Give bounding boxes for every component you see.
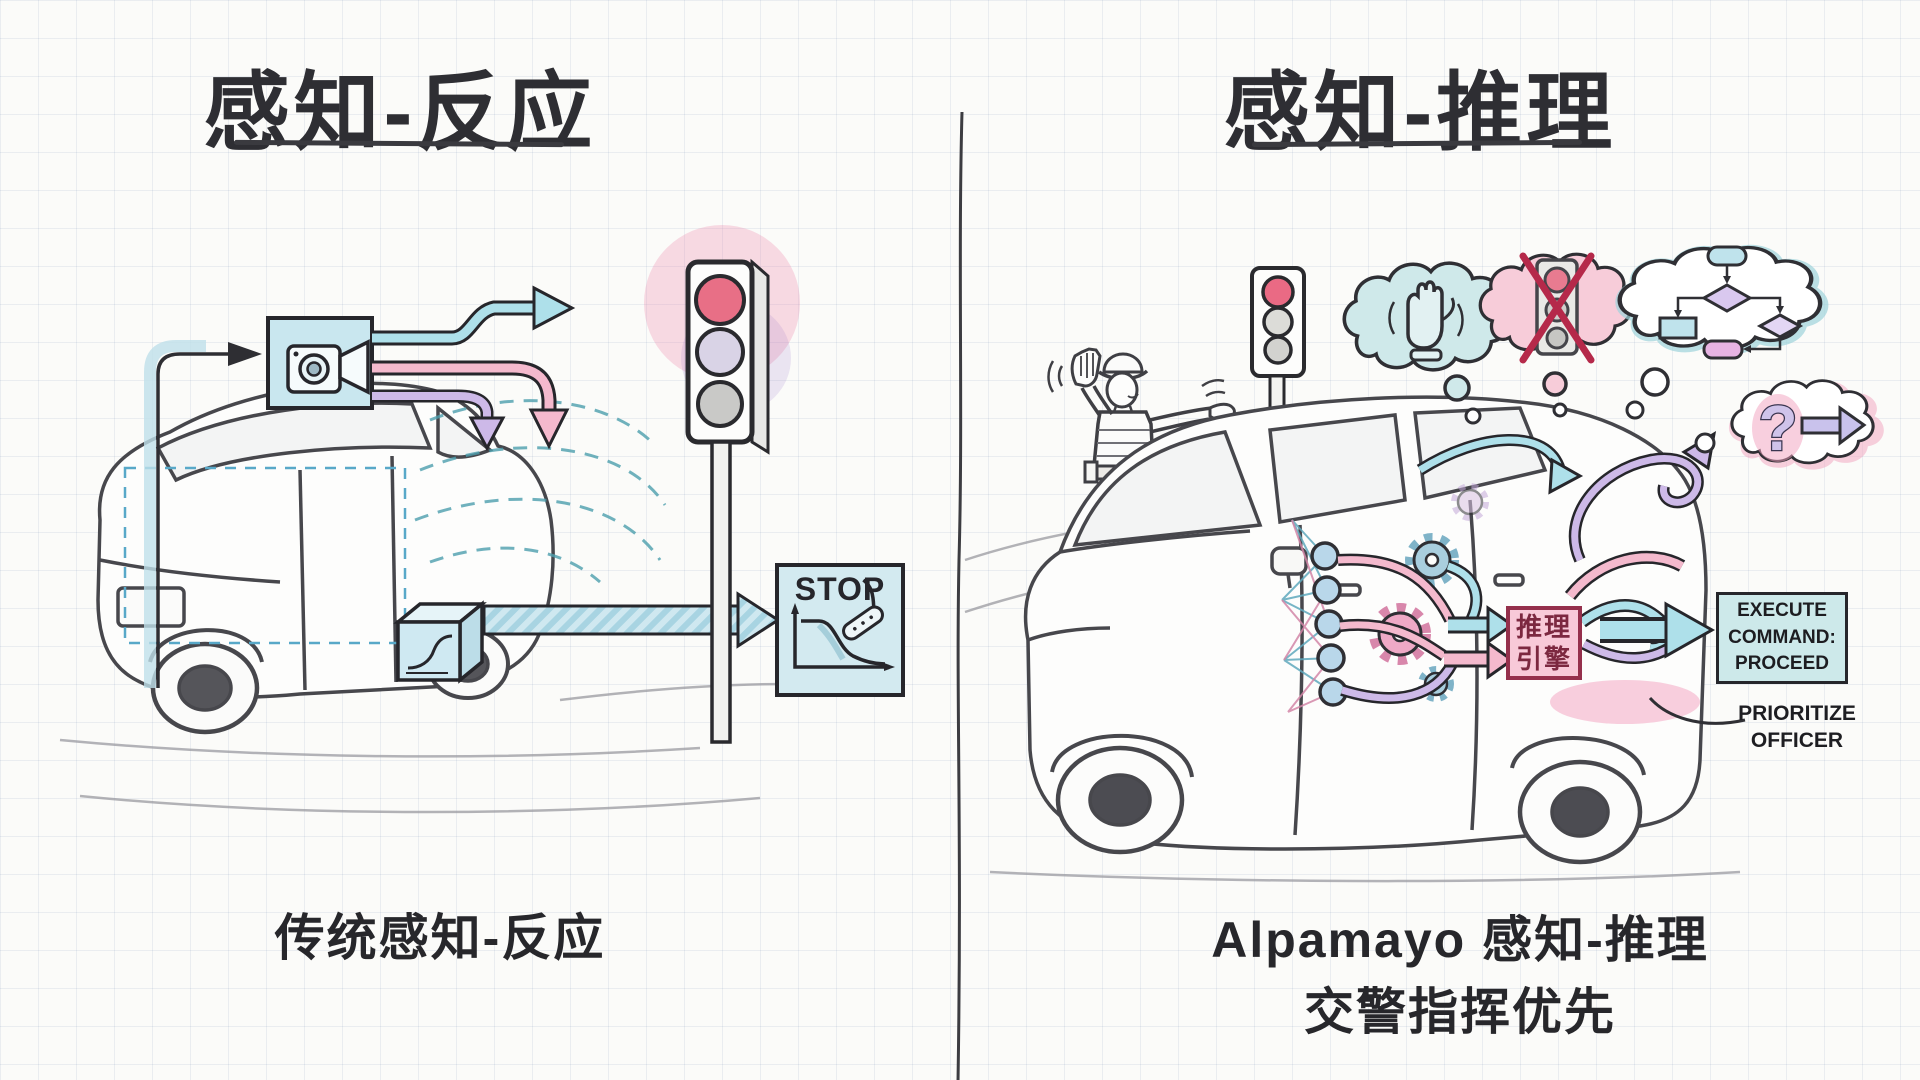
thought-bubble-flowchart (1619, 245, 1824, 420)
motion-arcs-right (1201, 378, 1226, 398)
execute-line2: COMMAND: (1728, 626, 1836, 648)
speed-curve-chart-icon (791, 578, 895, 671)
gear-icon (1451, 483, 1489, 521)
raised-hand-icon (1388, 280, 1464, 362)
execute-line1: EXECUTE (1737, 600, 1827, 622)
gear-icon (1405, 533, 1459, 587)
lidar-unit-icon (393, 600, 487, 684)
sensor-field-outline (123, 466, 407, 645)
flowchart-icon (1658, 245, 1804, 360)
stop-decision-box: STOP (775, 563, 905, 697)
video-camera-icon (266, 316, 374, 410)
traffic-light-icon-left (644, 225, 800, 744)
panel-divider (956, 111, 964, 1080)
left-title: 感知-反应 (203, 65, 597, 161)
question-mark-glyph: ? (1758, 392, 1797, 464)
right-title: 感知-推理 (1223, 65, 1617, 161)
reasoning-flow-arrows (1337, 431, 1717, 704)
reasoning-engine-box: 推理 引擎 (1506, 606, 1582, 680)
reaction-signal-arrow (482, 591, 781, 649)
brake-pedal-icon (842, 578, 884, 641)
engine-label-line1: 推理 (1515, 611, 1572, 642)
camera-input-arrow (144, 340, 262, 688)
left-road-lines (59, 682, 791, 814)
right-caption-line2: 交警指挥优先 (1304, 984, 1616, 1040)
question-arrow-icon (1800, 405, 1867, 446)
execute-command-box: EXECUTE COMMAND: PROCEED (1716, 592, 1848, 684)
execute-line3: PROCEED (1735, 653, 1829, 675)
right-caption-line1: Alpamayo 感知-推理 (1211, 912, 1709, 968)
camera-output-arrows (372, 285, 576, 452)
thought-bubble-no-light (1478, 252, 1633, 418)
radar-waves-icon (414, 399, 667, 584)
crossed-traffic-light-icon (1519, 252, 1595, 364)
thought-bubble-question: ? (1694, 379, 1884, 470)
engine-label-line2: 引擎 (1515, 644, 1572, 674)
prioritize-officer-label: PRIORITIZE OFFICER (1738, 702, 1856, 753)
left-caption: 传统感知-反应 (274, 910, 606, 966)
motion-arcs-left (1047, 360, 1064, 393)
raised-hand-left (1070, 347, 1102, 388)
thought-bubble-hand (1342, 261, 1511, 425)
prioritize-connector-line (1648, 696, 1746, 725)
prioritize-highlight (1550, 680, 1700, 724)
